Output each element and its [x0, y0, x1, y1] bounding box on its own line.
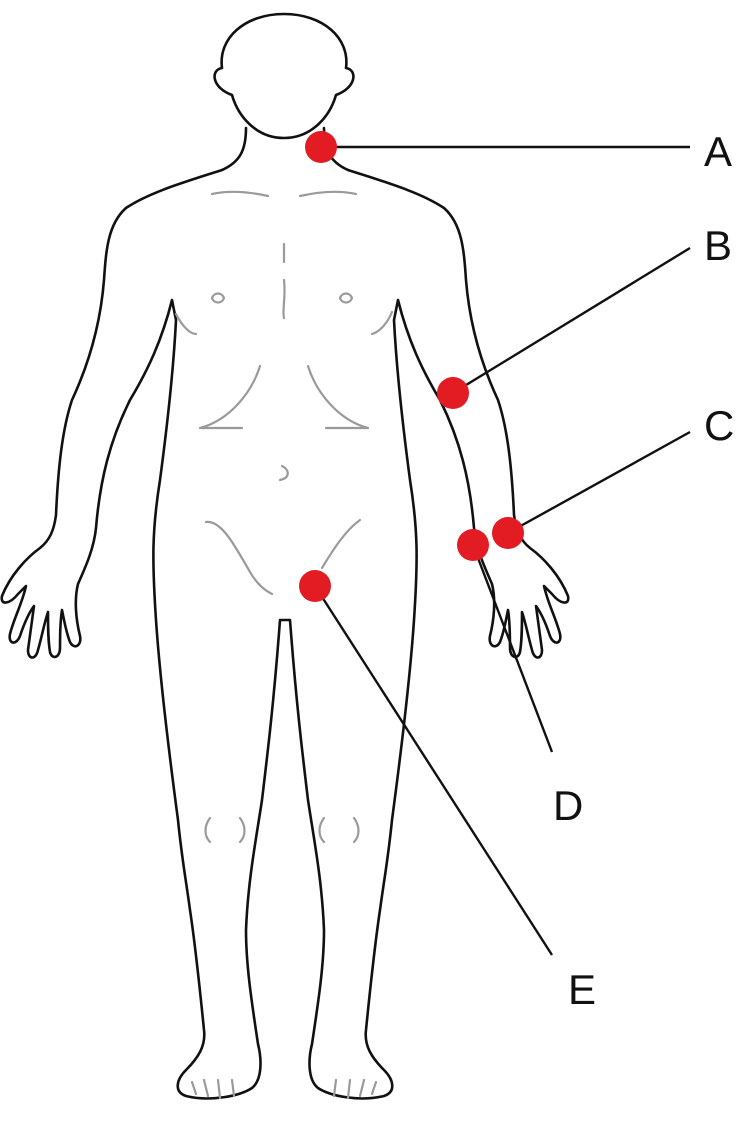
labels: A B C D E [553, 128, 734, 1013]
ribcage-right [306, 364, 370, 430]
label-e: E [568, 966, 596, 1013]
pectoral-right [370, 310, 394, 336]
marker-e-groin [299, 570, 331, 602]
toes-left [190, 1078, 236, 1100]
body-silhouette [0, 126, 570, 1100]
leader-line-c [507, 430, 691, 535]
leader-line-e [313, 585, 554, 956]
navel [278, 464, 289, 482]
leader-line-d [471, 544, 554, 753]
nipple-right [338, 292, 354, 304]
body-details [174, 190, 394, 1100]
nipple-left [210, 292, 226, 304]
body-outline [0, 12, 570, 1100]
groin-left [204, 520, 274, 596]
marker-a-neck [305, 131, 337, 163]
knee-right [318, 816, 360, 844]
ribcage-left [198, 364, 262, 430]
collarbone-left [210, 190, 270, 198]
sternum-line [282, 242, 286, 320]
knee-left [204, 816, 246, 844]
marker-b-elbow [437, 377, 469, 409]
pectoral-left [174, 312, 198, 336]
label-b: B [704, 222, 732, 269]
label-a: A [704, 128, 732, 175]
label-c: C [704, 402, 734, 449]
head-outline [213, 12, 355, 140]
markers [299, 131, 524, 602]
label-d: D [553, 782, 583, 829]
leader-line-b [452, 246, 691, 395]
groin-right [320, 518, 362, 570]
toes-right [332, 1078, 378, 1100]
marker-c-wrist-outer [492, 517, 524, 549]
marker-d-wrist-inner [457, 529, 489, 561]
collarbone-right [298, 190, 358, 198]
leader-lines [313, 145, 691, 956]
